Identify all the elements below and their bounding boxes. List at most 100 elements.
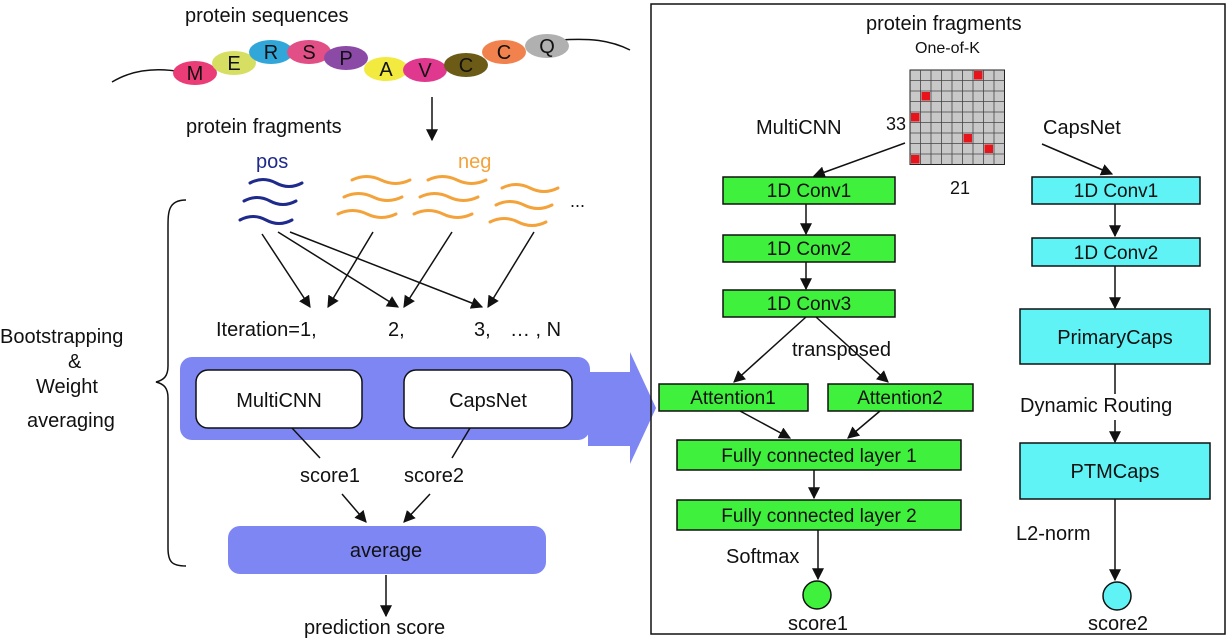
right-score1-label: score1 — [788, 613, 848, 635]
residue-c-7 — [444, 53, 488, 77]
one-of-k-matrix — [909, 69, 1005, 165]
conv1-label: 1D Conv1 — [767, 181, 852, 202]
matrix-hot-cell — [911, 155, 920, 164]
arrow-matrix-to-caps-conv1 — [1041, 143, 1114, 176]
matrix-hot-cell — [963, 134, 972, 143]
fc2-label: Fully connected layer 2 — [721, 506, 916, 527]
residue-letter: E — [227, 53, 240, 75]
residue-letter: Q — [539, 36, 555, 58]
primarycaps-box — [1019, 308, 1211, 365]
arrow-matrix-to-conv1 — [812, 142, 906, 178]
residue-letter: C — [459, 55, 473, 77]
matrix-hot-cell — [911, 113, 920, 122]
neg-fragment-wave — [350, 175, 412, 185]
more-fragments-ellipsis: ... — [570, 191, 585, 211]
arrow-pos-to-iter1 — [261, 233, 311, 309]
caps-conv2-box — [1031, 237, 1201, 267]
neg-fragment-wave — [500, 183, 560, 193]
ptmcaps-label: PTMCaps — [1071, 461, 1160, 483]
fc2-box — [676, 499, 962, 531]
ptmcaps-box — [1019, 442, 1211, 500]
bootstrapping-label: Bootstrapping — [0, 326, 123, 348]
fragment-waves — [238, 175, 560, 227]
residue-c-8 — [482, 40, 526, 64]
ampersand-label: & — [68, 351, 82, 373]
residue-letter: P — [339, 48, 352, 70]
conv2-box — [722, 234, 896, 263]
pos-fragment-wave — [242, 196, 298, 206]
caps-conv1-label: 1D Conv1 — [1074, 181, 1159, 202]
conv2-label: 1D Conv2 — [767, 239, 852, 260]
detail-panel — [650, 3, 1226, 635]
iteration-2-label: 2, — [388, 319, 405, 341]
capsnet-branch-label: CapsNet — [1043, 117, 1121, 139]
sequence-strand-right — [559, 38, 631, 51]
neg-fragment-wave — [426, 175, 488, 185]
residue-letter: M — [187, 63, 204, 85]
matrix-hot-cell — [921, 92, 930, 101]
matrix-hot-cell — [974, 71, 983, 80]
multicnn-model-label: MultiCNN — [236, 390, 322, 412]
panel-title: protein fragments — [866, 13, 1022, 35]
residue-letter: S — [302, 42, 315, 64]
attention1-label: Attention1 — [690, 388, 776, 409]
left-score2-label: score2 — [404, 465, 464, 487]
dynamic-routing-label: Dynamic Routing — [1020, 395, 1172, 417]
iteration-1-label: Iteration=1, — [216, 319, 317, 341]
bootstrapping-brace — [155, 199, 187, 567]
neg-fragment-wave — [418, 192, 480, 202]
neg-fragment-wave — [412, 209, 474, 219]
pos-label: pos — [256, 151, 288, 173]
score2-node — [1102, 581, 1132, 611]
iteration-3-label: 3, — [474, 319, 491, 341]
arrow-conv3-attention2 — [815, 316, 889, 383]
line-capsnet-to-score2 — [451, 427, 471, 459]
transposed-label: transposed — [792, 339, 891, 361]
caps-conv2-label: 1D Conv2 — [1074, 243, 1159, 264]
conv3-box — [722, 289, 896, 318]
arrow-pos-to-iter3 — [289, 231, 484, 309]
attention2-box — [827, 383, 974, 412]
averaging-label: averaging — [27, 410, 115, 432]
score1-node — [802, 580, 832, 610]
fc1-label: Fully connected layer 1 — [721, 446, 916, 467]
matrix-rows-label: 33 — [886, 114, 906, 134]
primarycaps-label: PrimaryCaps — [1057, 327, 1173, 349]
right-score2-label: score2 — [1088, 613, 1148, 635]
prediction-score-label: prediction score — [304, 617, 445, 639]
matrix-hot-cell — [984, 144, 993, 153]
average-box — [228, 526, 546, 574]
iteration-n-label: … , N — [510, 319, 561, 341]
line-multicnn-to-score1 — [291, 427, 321, 459]
multicnn-model-box — [195, 369, 363, 429]
residue-letter: R — [264, 42, 278, 64]
neg-fragment-wave — [494, 200, 554, 210]
arrow-score1-to-average — [341, 493, 367, 523]
residue-letter: C — [497, 42, 511, 64]
residue-m-0 — [173, 61, 217, 85]
band-arrow — [588, 352, 656, 464]
residue-v-6 — [403, 58, 447, 82]
matrix-cols-label: 21 — [950, 178, 970, 198]
attention2-label: Attention2 — [857, 388, 943, 409]
pos-fragment-wave — [248, 178, 304, 188]
residue-r-2 — [249, 40, 293, 64]
routing-label-bg — [1020, 394, 1216, 420]
weight-label: Weight — [36, 376, 98, 398]
arrow-neg3-to-iter3 — [487, 231, 535, 309]
neg-label: neg — [458, 151, 491, 173]
residue-s-3 — [287, 40, 331, 64]
arrow-score2-to-average — [403, 493, 431, 523]
capsnet-model-label: CapsNet — [449, 390, 527, 412]
one-of-k-label: One-of-K — [915, 40, 980, 57]
arrow-neg1-to-iter1 — [327, 231, 374, 309]
sequence-strand-left — [111, 68, 183, 83]
softmax-label: Softmax — [726, 546, 799, 568]
neg-fragment-wave — [488, 217, 548, 227]
attention1-box — [658, 383, 809, 412]
residue-letter: V — [418, 60, 432, 82]
conv3-label: 1D Conv3 — [767, 294, 852, 315]
